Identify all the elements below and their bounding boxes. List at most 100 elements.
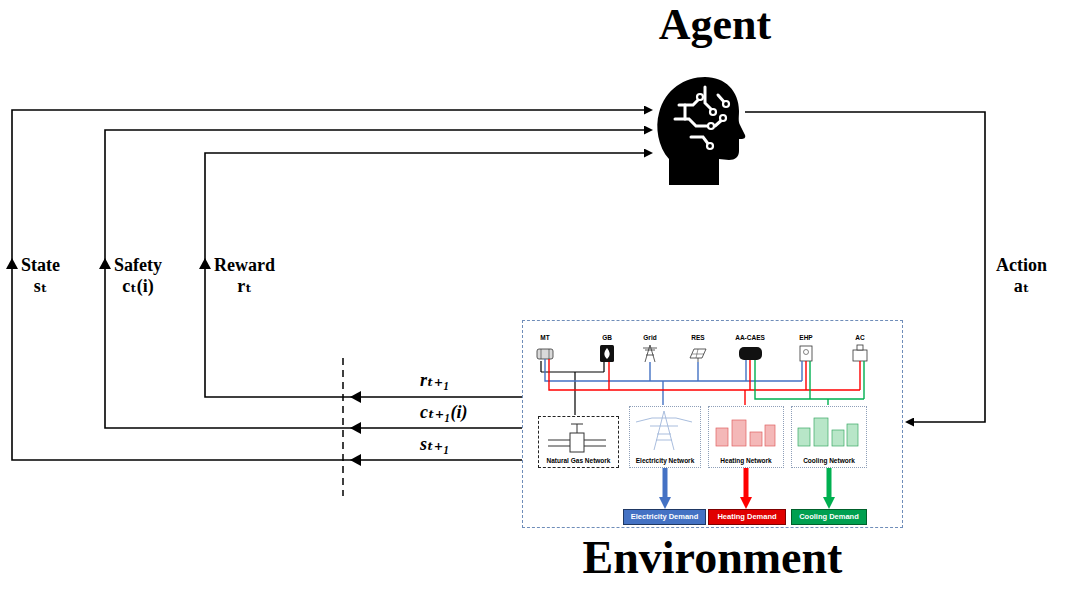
- gb-icon: [604, 348, 609, 359]
- demand-arrow: [744, 468, 749, 497]
- mt-icon: [537, 349, 553, 359]
- agent-brain-icon: [705, 87, 713, 111]
- ac-icon: [853, 345, 867, 361]
- mt-icon: [537, 349, 553, 359]
- agent-node: Agent: [655, 75, 745, 185]
- cooling-bus: [755, 360, 864, 405]
- ac-icon: [857, 345, 863, 350]
- timestep-label: sₜ₊₁: [420, 435, 449, 455]
- grid-icon: [643, 345, 657, 362]
- flow-arrow: [105, 130, 644, 428]
- agent-brain-icon: [697, 94, 729, 149]
- gb-icon: [600, 345, 614, 362]
- network-box: Electricity Network: [629, 406, 701, 468]
- aa-caes-icon: [739, 347, 762, 360]
- node-label: Electricity Network: [636, 458, 695, 465]
- node-label: Cooling Network: [803, 458, 855, 465]
- node-label: Heating Network: [720, 458, 771, 465]
- cooling-buildings-picture: [798, 428, 810, 446]
- gb-icon: [600, 345, 614, 362]
- gas-valve-picture: [548, 424, 606, 452]
- agent-brain-icon: [707, 143, 713, 149]
- timestep-label: cₜ₊₁(i): [420, 403, 467, 423]
- mt-icon: [541, 349, 542, 359]
- network-box: Natural Gas Network: [538, 416, 619, 468]
- res-icon: [690, 349, 706, 358]
- aa-caes-icon: [739, 347, 762, 360]
- agent-brain-icon: [657, 77, 745, 185]
- heating-bus: [549, 359, 860, 405]
- heating-buildings-picture: [732, 420, 746, 446]
- edge-label: Reward rₜ: [213, 255, 276, 296]
- power-tower-picture: [636, 411, 692, 450]
- heating-bus: [549, 359, 860, 405]
- grid-icon: [643, 345, 657, 362]
- heating-buildings-picture: [716, 420, 775, 446]
- network-box: Cooling Network: [791, 406, 867, 468]
- cooling-buildings-picture: [814, 418, 828, 446]
- flow-arrow: [12, 110, 644, 460]
- node-heading: Agent: [659, 3, 771, 47]
- res-icon: [692, 349, 704, 358]
- component-label: Grid: [643, 335, 656, 342]
- res-icon: [698, 358, 699, 362]
- agent-brain-icon: [723, 101, 729, 107]
- network-box: Heating Network: [708, 406, 784, 468]
- agent-brain-icon: [708, 123, 714, 129]
- cooling-buildings-picture: [847, 424, 858, 446]
- component-label: GB: [602, 335, 612, 342]
- demand-box: Cooling Demand: [791, 509, 867, 525]
- heating-buildings-picture: [765, 425, 775, 446]
- heating-buildings-picture: [716, 428, 728, 446]
- agent-brain-icon: [720, 115, 726, 121]
- timestep-label: rₜ₊₁: [420, 371, 449, 391]
- agent-brain-icon: [675, 119, 711, 126]
- node-heading: Environment: [583, 535, 843, 581]
- demand-box: Electricity Demand: [623, 509, 706, 525]
- cooling-buildings-picture: [832, 430, 844, 446]
- agent-brain-icon: [675, 87, 725, 145]
- component-label: RES: [691, 335, 704, 342]
- ehp-icon: [800, 346, 812, 361]
- component-label: MT: [540, 335, 549, 342]
- demand-box: Heating Demand: [708, 509, 786, 525]
- cooling-bus: [755, 360, 864, 405]
- component-label: EHP: [799, 335, 812, 342]
- ac-icon: [853, 350, 867, 361]
- res-icon: [690, 349, 706, 362]
- gas-valve-picture: [570, 433, 584, 452]
- agent-brain-icon: [697, 94, 703, 100]
- electricity-bus: [545, 359, 802, 405]
- gas-line: [541, 361, 604, 415]
- ehp-icon: [804, 350, 809, 355]
- edge-label: Safety cₜ(i): [113, 255, 163, 296]
- demand-arrow: [663, 468, 668, 497]
- demand-arrow: [827, 468, 832, 497]
- cooling-buildings-picture: [798, 418, 858, 446]
- node-label: Electricity Demand: [631, 513, 699, 521]
- environment-box: EnvironmentNatural Gas NetworkElectricit…: [522, 320, 903, 528]
- agent-brain-icon: [710, 109, 716, 115]
- timestep-divider: [342, 358, 344, 496]
- edge-label: Action aₜ: [995, 255, 1048, 296]
- mt-icon: [549, 349, 550, 359]
- agent-brain-icon: [657, 77, 745, 185]
- component-label: AA-CAES: [735, 335, 765, 342]
- gas-valve-picture: [571, 424, 583, 433]
- agent-brain-icon: [691, 137, 709, 145]
- heating-buildings-picture: [750, 432, 762, 446]
- flow-arrow: [205, 153, 644, 397]
- node-label: Cooling Demand: [799, 513, 859, 521]
- agent-brain-icon: [684, 105, 687, 119]
- node-label: Natural Gas Network: [547, 458, 611, 465]
- flow-arrow: [745, 112, 985, 422]
- component-label: AC: [855, 335, 864, 342]
- electricity-bus: [545, 359, 802, 405]
- edge-label: State sₜ: [20, 255, 61, 296]
- ehp-icon: [800, 346, 812, 361]
- gas-line: [541, 361, 604, 415]
- power-tower-picture: [636, 411, 692, 450]
